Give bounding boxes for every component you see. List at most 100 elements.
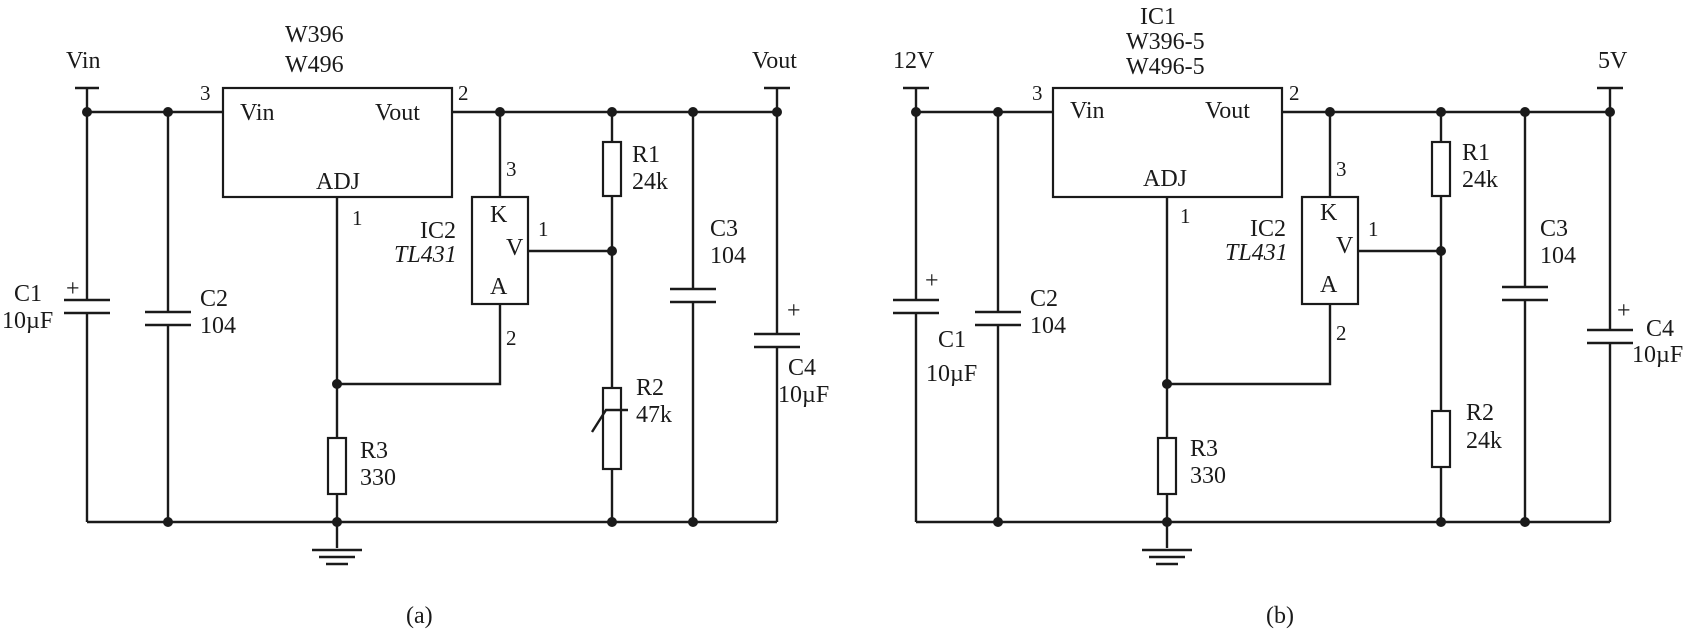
r3-value-a: 330 [360,465,396,491]
ic2-v-b: V [1336,233,1354,259]
c3-name-b: C3 [1540,216,1568,242]
junction-dot [993,517,1003,527]
ic2-part-a: TL431 [394,242,457,268]
regulator-pin-in-a: Vin [240,100,275,126]
junction-dot [1520,517,1530,527]
regulator-part2-a: W496 [285,52,344,78]
r1-body-b [1430,140,1452,198]
c3-value-b: 104 [1540,243,1576,269]
c4-name-a: C4 [788,355,816,381]
c1-value-a: 10µF [2,308,53,334]
r3-name-a: R3 [360,438,388,464]
r1-name-b: R1 [1462,140,1490,166]
r2-value-a: 47k [636,402,672,428]
junction-dot [332,517,342,527]
c1-name-b: C1 [938,327,966,353]
regulator-pinnum-adj-b: 1 [1180,204,1191,228]
r3-value-b: 330 [1190,463,1226,489]
diagram-b: 12V 5V IC1 W396-5 W496-5 Vin Vout ADJ 3 … [893,4,1683,629]
junction-dot [607,107,617,117]
r1-value-a: 24k [632,169,668,195]
junction-dot [1436,246,1446,256]
junction-dot [911,107,921,117]
c4-name-b: C4 [1646,316,1674,342]
junction-dot [688,517,698,527]
ic2-k-a: K [490,202,508,228]
c4-value-b: 10µF [1632,342,1683,368]
vout-label-a: Vout [752,48,797,74]
regulator-part1-a: W396 [285,22,344,48]
ic2-pin-v-a: 1 [538,217,549,241]
regulator-pin-in-b: Vin [1070,98,1105,124]
r3-body-b [1156,436,1178,496]
regulator-name-b: IC1 [1140,4,1176,30]
regulator-pin-adj-b: ADJ [1143,166,1187,192]
c2-value-a: 104 [200,313,236,339]
ic2-pin-k-b: 3 [1336,157,1347,181]
regulator-pinnum-in-a: 3 [200,81,211,105]
ic2-name-b: IC2 [1250,216,1286,242]
regulator-b [1051,86,1284,199]
ic2-pin-v-b: 1 [1368,217,1379,241]
c1-polarity-b: + [925,268,939,294]
junction-dot [495,107,505,117]
junction-dot [607,517,617,527]
junction-dot [1605,107,1615,117]
regulator-pinnum-out-b: 2 [1289,81,1300,105]
r2-name-a: R2 [636,375,664,401]
junction-dot [1162,379,1172,389]
junction-dot [1325,107,1335,117]
c4-polarity-a: + [787,298,801,324]
regulator-pinnum-out-a: 2 [458,81,469,105]
ic2-part-b: TL431 [1225,240,1288,266]
vin-label-b: 12V [893,48,935,74]
c4-value-a: 10µF [778,382,829,408]
junction-dot [1436,107,1446,117]
c2-name-b: C2 [1030,286,1058,312]
caption-a: (a) [406,603,433,629]
c1-value-b: 10µF [926,361,977,387]
r3-body-a [326,436,348,496]
r2-name-b: R2 [1466,400,1494,426]
r1-value-b: 24k [1462,167,1498,193]
ic2-a-a: A [490,274,508,300]
ic2-a-wire-b [1167,304,1332,386]
c3-value-a: 104 [710,243,746,269]
vout-label-b: 5V [1598,48,1628,74]
c2-name-a: C2 [200,286,228,312]
junction-dot [1162,517,1172,527]
ic2-pin-a-b: 2 [1336,321,1347,345]
junction-dot [332,379,342,389]
vin-label-a: Vin [66,48,101,74]
c4-polarity-b: + [1617,298,1631,324]
regulator-part2-b: W496-5 [1126,54,1205,80]
r2-body-b [1430,409,1452,469]
junction-dot [1436,517,1446,527]
junction-dot [607,246,617,256]
caption-b: (b) [1266,603,1294,629]
ic2-v-a: V [506,235,524,261]
junction-dot [163,517,173,527]
regulator-part1-b: W396-5 [1126,29,1205,55]
ic2-a-wire-a [337,304,502,386]
c1-name-a: C1 [14,281,42,307]
r2-body-a [601,386,623,471]
r1-body-a [601,140,623,198]
c1-polarity-a: + [66,276,80,302]
r2-variable-mark-a [590,408,628,433]
ic2-k-b: K [1320,200,1338,226]
regulator-pinnum-adj-a: 1 [352,206,363,230]
ic2-a-b: A [1320,272,1338,298]
regulator-pin-out-b: Vout [1205,98,1250,124]
r3-name-b: R3 [1190,436,1218,462]
ic2-body-b [1300,195,1360,306]
junction-dot [772,107,782,117]
junction-dot [82,107,92,117]
ic2-pin-a-a: 2 [506,326,517,350]
regulator-pinnum-in-b: 3 [1032,81,1043,105]
c2-value-b: 104 [1030,313,1066,339]
junction-dot [688,107,698,117]
junction-dot [163,107,173,117]
r2-value-b: 24k [1466,428,1502,454]
